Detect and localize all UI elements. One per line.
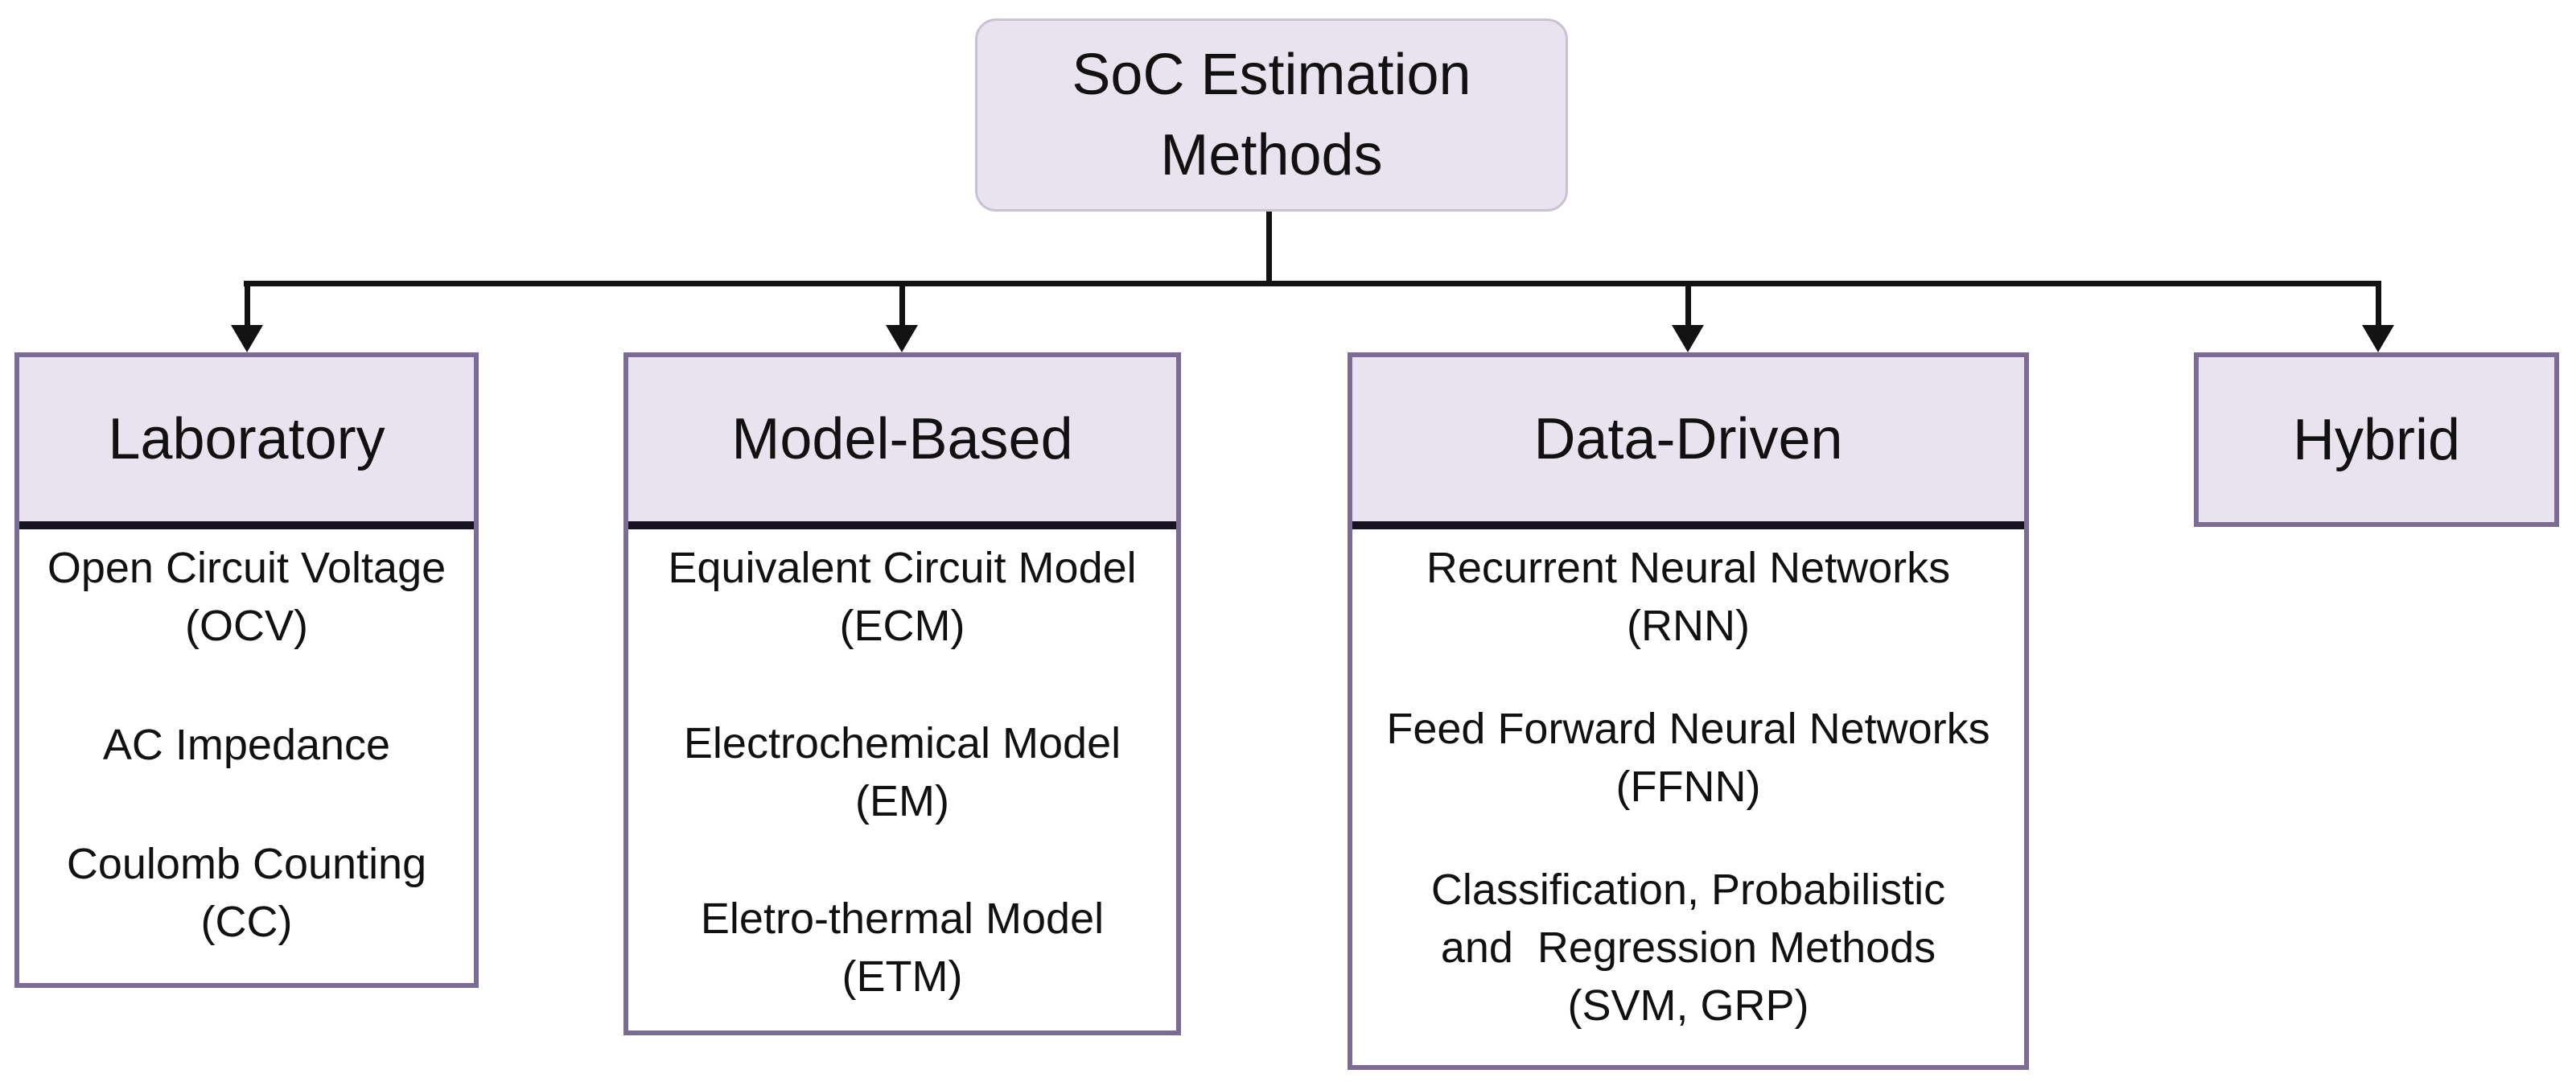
connector-drop-hybrid [2376, 281, 2381, 330]
item-line: Eletro-thermal Model [700, 895, 1105, 943]
root-title-line2: Methods [1160, 123, 1383, 187]
branch-laboratory-header: Laboratory [19, 357, 474, 521]
item-line: Open Circuit Voltage [47, 544, 446, 592]
list-item: Equivalent Circuit Model (ECM) [668, 539, 1136, 655]
list-item: Electrochemical Model (EM) [684, 714, 1121, 830]
arrowhead-hybrid-icon [2362, 325, 2394, 352]
list-item: Coulomb Counting (CC) [67, 835, 426, 951]
list-item: AC Impedance [103, 716, 390, 774]
branch-model-based-separator [628, 521, 1176, 529]
item-line: Electrochemical Model [683, 719, 1121, 767]
arrowhead-model-based-icon [886, 325, 918, 352]
root-title-line1: SoC Estimation [1072, 43, 1471, 107]
branch-data-driven-body: Recurrent Neural Networks (RNN) Feed For… [1352, 529, 2024, 1065]
list-item: Open Circuit Voltage (OCV) [47, 539, 446, 655]
item-line: AC Impedance [102, 721, 391, 769]
item-line: (ETM) [842, 952, 963, 1001]
branch-model-based-title: Model-Based [731, 407, 1073, 471]
branch-data-driven-separator [1352, 521, 2024, 529]
branch-hybrid-title: Hybrid [2292, 407, 2461, 472]
item-line: (RNN) [1627, 602, 1750, 650]
item-line: Feed Forward Neural Networks [1386, 705, 1990, 753]
branch-laboratory-title: Laboratory [108, 407, 385, 471]
list-item: Eletro-thermal Model (ETM) [701, 890, 1104, 1006]
branch-data-driven-title: Data-Driven [1533, 407, 1843, 471]
connector-root-stem [1266, 212, 1272, 284]
branch-data-driven-header: Data-Driven [1352, 357, 2024, 521]
branch-laboratory: Laboratory Open Circuit Voltage (OCV) AC… [14, 352, 479, 988]
list-item: Feed Forward Neural Networks (FFNN) [1386, 700, 1990, 816]
branch-laboratory-separator [19, 521, 474, 529]
connector-drop-laboratory [245, 281, 250, 330]
item-line: Equivalent Circuit Model [668, 544, 1137, 592]
branch-laboratory-body: Open Circuit Voltage (OCV) AC Impedance … [19, 529, 474, 983]
item-line: (ECM) [839, 602, 965, 650]
branch-model-based-body: Equivalent Circuit Model (ECM) Electroch… [628, 529, 1176, 1030]
item-line: (FFNN) [1615, 763, 1761, 811]
item-line: Recurrent Neural Networks [1426, 544, 1951, 592]
branch-model-based: Model-Based Equivalent Circuit Model (EC… [623, 352, 1181, 1035]
item-line: (EM) [855, 777, 949, 825]
item-line: (OCV) [185, 602, 308, 650]
item-line: Classification, Probabilistic [1430, 866, 1946, 914]
connector-drop-data-driven [1685, 281, 1691, 330]
item-line: (SVM, GRP) [1567, 981, 1809, 1030]
item-line: (CC) [200, 898, 293, 946]
root-node-soc-estimation-methods: SoC Estimation Methods [975, 19, 1568, 212]
arrowhead-laboratory-icon [231, 325, 263, 352]
connector-drop-model-based [899, 281, 905, 330]
branch-data-driven: Data-Driven Recurrent Neural Networks (R… [1348, 352, 2029, 1070]
connector-horizontal-bus [244, 281, 2381, 286]
list-item: Recurrent Neural Networks (RNN) [1426, 539, 1950, 655]
branch-hybrid: Hybrid [2194, 352, 2559, 527]
branch-model-based-header: Model-Based [628, 357, 1176, 521]
item-line: Coulomb Counting [66, 840, 427, 888]
arrowhead-data-driven-icon [1672, 325, 1704, 352]
item-line: and Regression Methods [1440, 924, 1936, 972]
list-item: Classification, Probabilistic and Regres… [1431, 861, 1945, 1035]
